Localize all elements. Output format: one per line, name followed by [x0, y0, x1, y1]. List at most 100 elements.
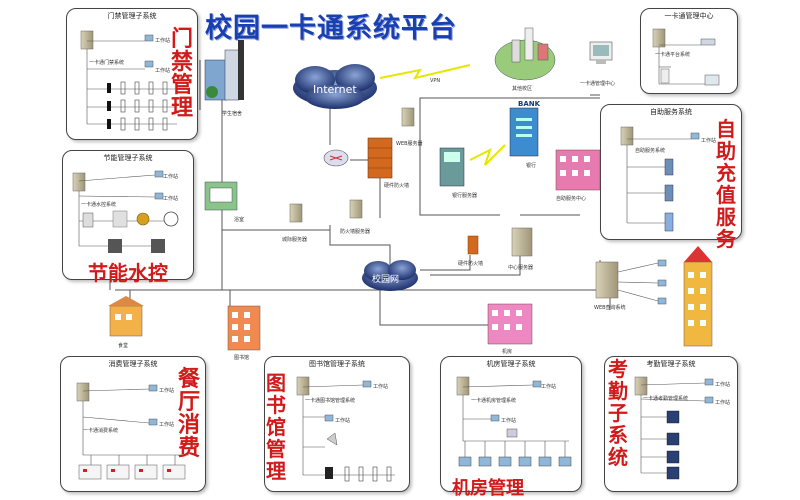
energy-ws-label-2: 工作站	[163, 196, 179, 202]
workstation-icon	[324, 414, 334, 422]
selfservice-server-label: 自助服务系统	[635, 148, 666, 154]
atm-icon	[439, 147, 465, 187]
office-tower-icon	[683, 246, 713, 347]
canteen-label: 食堂	[118, 343, 129, 349]
city-server-label: 城际服务器	[282, 237, 308, 243]
campus-network-label: 校园网	[372, 275, 400, 285]
vpn-label: VPN	[430, 78, 441, 84]
library-building-icon	[227, 305, 261, 351]
dining-red-label: 餐厅消费	[178, 366, 201, 461]
workstation-icon	[154, 170, 164, 178]
hw-firewall2-label: 硬件防火墙	[458, 261, 484, 267]
workstation-icon	[154, 192, 164, 200]
attendance-box-title: 考勤管理子系统	[646, 360, 696, 368]
other-campus-label: 其他校区	[512, 86, 533, 92]
workstation-icon	[490, 414, 500, 422]
library-ws-label-1: 工作站	[373, 384, 389, 390]
internet-cloud	[293, 64, 377, 109]
library-red-label: 图书馆管理	[266, 371, 286, 483]
bath-icon	[204, 181, 238, 211]
selfservice-box: 自助服务系统 自助服务系统 工作站	[600, 104, 742, 240]
access-devices	[80, 30, 177, 131]
selfservice-ws-label: 工作站	[701, 138, 717, 144]
web-query-workstations	[617, 259, 667, 305]
center-mgmt-computer-icon	[589, 41, 613, 64]
web-server-label: WEB服务器	[396, 141, 423, 147]
workstation-icon	[144, 34, 154, 42]
access-subsystem-box: 门禁管理子系统 一卡通门禁系统 工作站 工作站	[66, 8, 198, 140]
workstation-icon	[532, 380, 542, 388]
dining-devices	[76, 382, 189, 480]
dining-box-title: 消费管理子系统	[108, 360, 158, 368]
workstation-icon	[704, 396, 714, 404]
bank-server-label: 银行服务器	[452, 193, 478, 199]
firewall-label: 硬件防火墙	[384, 183, 410, 189]
library-bldg-label: 图书馆	[234, 355, 250, 361]
center-box: 一卡通管理中心 一卡通平台系统	[640, 8, 738, 94]
lab-red-label: 机房管理	[452, 478, 524, 499]
lab-ws-label-1: 工作站	[541, 384, 557, 390]
lab-ws-label-2: 工作站	[501, 418, 517, 424]
workstation-icon	[704, 378, 714, 386]
access-server-label: 一卡通门禁系统	[89, 60, 125, 66]
workstation-icon	[362, 380, 372, 388]
web-query-server-icon	[595, 261, 619, 299]
fw-server-icon	[349, 199, 363, 219]
attendance-devices	[634, 376, 714, 480]
access-red-label: 门禁管理	[171, 26, 194, 121]
attendance-ws-label-2: 工作站	[715, 400, 731, 406]
campus-cloud	[362, 260, 418, 291]
dorm-building-icon	[204, 40, 244, 101]
selfservice-center-icon	[555, 149, 601, 191]
selfservice-red-label: 自助充值服务	[716, 117, 736, 251]
dining-server-label: 一卡通消费系统	[83, 428, 119, 434]
dining-ws-label-1: 工作站	[159, 388, 175, 394]
firewall-small-icon	[467, 235, 479, 255]
bank-label: 银行	[526, 163, 537, 169]
energy-ws-label-1: 工作站	[163, 174, 179, 180]
dining-box: 消费管理子系统 一卡通消费系统 工作站 工作站	[60, 356, 206, 492]
center-mgmt-label: 一卡通管理中心	[580, 81, 616, 87]
lab-building-icon	[487, 303, 533, 345]
other-campus-icon	[494, 27, 556, 81]
access-ws-label-1: 工作站	[155, 38, 171, 44]
dorm-label: 学生宿舍	[222, 111, 243, 117]
router-icon	[323, 149, 349, 167]
center-server-label: 中心服务器	[508, 265, 534, 271]
attendance-box: 考勤管理子系统 一卡通考勤管理系统 工作站 工作站	[604, 356, 738, 492]
bath-label: 浴室	[234, 217, 245, 223]
access-box-title: 门禁管理子系统	[107, 12, 157, 20]
library-ws-label-2: 工作站	[335, 418, 351, 424]
library-box: 图书馆管理子系统 一卡通图书馆管理系统 工作站 工作站	[264, 356, 410, 492]
selfservice-devices	[620, 126, 700, 232]
fw-server-label: 防火墙服务器	[340, 229, 371, 235]
energy-devices	[72, 170, 179, 253]
dining-ws-label-2: 工作站	[159, 422, 175, 428]
canteen-icon	[108, 296, 144, 337]
lab-server-label: 一卡通机房管理系统	[471, 398, 517, 404]
center-server-label: 一卡通平台系统	[655, 52, 691, 58]
center-box-title: 一卡通管理中心	[664, 12, 714, 20]
workstation-icon	[148, 418, 158, 426]
selfservice-center-label: 自助服务中心	[556, 196, 587, 202]
center-devices	[652, 28, 720, 86]
lab-box-title: 机房管理子系统	[486, 360, 536, 368]
energy-box-title: 节能管理子系统	[103, 154, 153, 162]
workstation-icon	[148, 384, 158, 392]
internet-label: Internet	[313, 83, 357, 96]
library-devices	[296, 376, 395, 482]
city-server-icon	[289, 203, 303, 223]
center-server-icon	[511, 227, 533, 257]
lab-box: 机房管理子系统 一卡通机房管理系统 工作站 工作站	[440, 356, 582, 492]
lab-bldg-label: 机房	[502, 349, 513, 355]
workstation-icon	[144, 60, 154, 68]
page-title: 校园一卡通系统平台	[205, 13, 457, 44]
web-server-icon	[401, 107, 415, 127]
access-ws-label-2: 工作站	[155, 68, 171, 74]
energy-red-label: 节能水控	[88, 261, 168, 285]
bank-building-icon	[509, 107, 539, 157]
attendance-red-label: 考勤子系统	[608, 357, 628, 469]
lab-devices	[456, 376, 572, 467]
